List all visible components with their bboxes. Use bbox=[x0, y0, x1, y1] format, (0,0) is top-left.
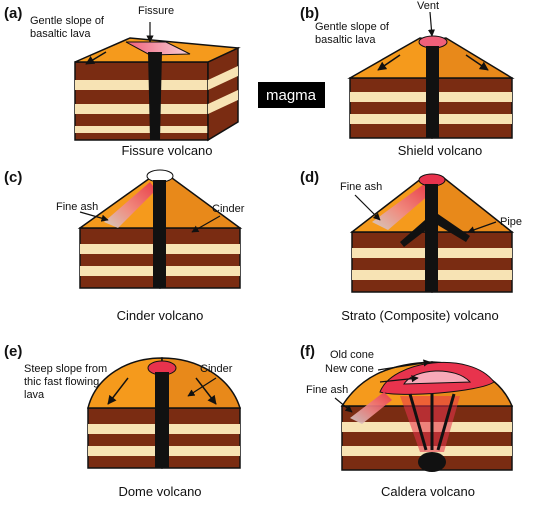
label: basaltic lava bbox=[30, 28, 91, 40]
panel-fissure: (a) Gentle slope of basaltic lava Fissur… bbox=[4, 5, 241, 158]
caption: Cinder volcano bbox=[117, 308, 204, 323]
label: Steep slope from bbox=[24, 363, 107, 375]
label: Vent bbox=[417, 0, 439, 12]
caption: Fissure volcano bbox=[121, 143, 212, 158]
label: basaltic lava bbox=[315, 34, 376, 46]
panel-cinder: (c) Fine ash Cinder Cinder volcano bbox=[4, 169, 245, 323]
panel-tag: (e) bbox=[4, 343, 22, 360]
panel-tag: (f) bbox=[300, 343, 315, 360]
panel-shield: (b) Gentle slope of basaltic lava Vent S… bbox=[300, 0, 515, 158]
label: Fine ash bbox=[56, 201, 98, 213]
flow-arrow bbox=[85, 51, 107, 65]
label: Fine ash bbox=[306, 384, 348, 396]
label: Gentle slope of bbox=[315, 21, 390, 33]
label: Cinder bbox=[200, 363, 233, 375]
caption: Shield volcano bbox=[398, 143, 483, 158]
panel-tag: (d) bbox=[300, 169, 319, 186]
caption: Strato (Composite) volcano bbox=[341, 308, 499, 323]
panel-dome: (e) Steep slope from thic fast flowing l… bbox=[4, 343, 242, 499]
caption: Dome volcano bbox=[118, 484, 201, 499]
label: thic fast flowing bbox=[24, 376, 99, 388]
label: Cinder bbox=[212, 203, 245, 215]
label: Pipe bbox=[500, 216, 522, 228]
label: New cone bbox=[325, 363, 374, 375]
panel-caldera: (f) Old cone New cone Fine ash Caldera v… bbox=[300, 343, 514, 499]
panel-tag: (c) bbox=[4, 169, 22, 186]
label: Gentle slope of bbox=[30, 15, 105, 27]
label: Old cone bbox=[330, 349, 374, 361]
label: Fissure bbox=[138, 5, 174, 17]
panel-tag: (b) bbox=[300, 5, 319, 22]
label: lava bbox=[24, 389, 45, 401]
panel-tag: (a) bbox=[4, 5, 22, 22]
label: Fine ash bbox=[340, 181, 382, 193]
legend-magma: magma bbox=[258, 82, 325, 108]
legend-label: magma bbox=[266, 87, 317, 104]
panel-strato: (d) Fine ash Pipe Strato (Composite) vol… bbox=[300, 169, 522, 323]
caption: Caldera volcano bbox=[381, 484, 475, 499]
